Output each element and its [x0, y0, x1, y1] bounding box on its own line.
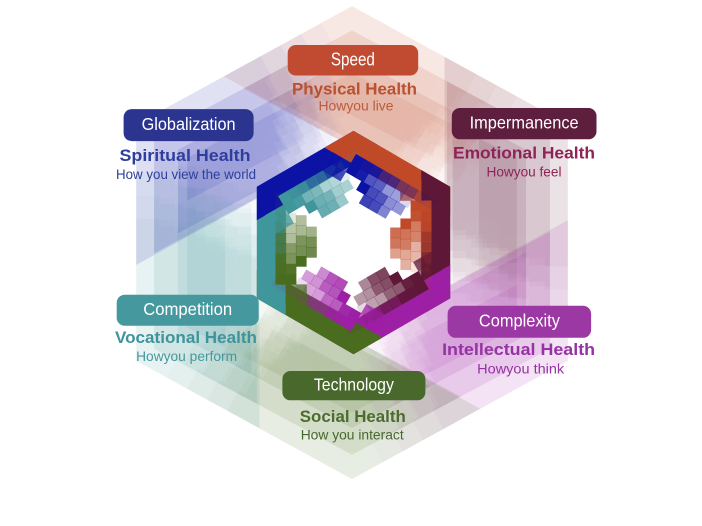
svg-text:Speed: Speed: [331, 48, 375, 69]
svg-text:Howyou perform: Howyou perform: [136, 348, 237, 364]
svg-text:How you interact: How you interact: [301, 427, 404, 443]
svg-text:Vocational Health: Vocational Health: [115, 329, 257, 347]
svg-text:Emotional Health: Emotional Health: [453, 145, 595, 163]
svg-text:Intellectual Health: Intellectual Health: [442, 341, 595, 359]
svg-text:Impermanence: Impermanence: [470, 113, 579, 133]
svg-text:Howyou feel: Howyou feel: [487, 164, 562, 180]
svg-text:Howyou live: Howyou live: [319, 98, 394, 114]
svg-text:How you view the world: How you view the world: [116, 166, 256, 182]
svg-text:Social Health: Social Health: [300, 408, 406, 426]
svg-text:Complexity: Complexity: [479, 311, 560, 331]
svg-text:Technology: Technology: [314, 375, 394, 395]
svg-text:Spiritual Health: Spiritual Health: [120, 147, 251, 165]
svg-text:Physical Health: Physical Health: [292, 81, 417, 99]
svg-text:Globalization: Globalization: [142, 114, 236, 134]
svg-text:Competition: Competition: [143, 299, 232, 319]
svg-text:Howyou think: Howyou think: [477, 361, 565, 377]
